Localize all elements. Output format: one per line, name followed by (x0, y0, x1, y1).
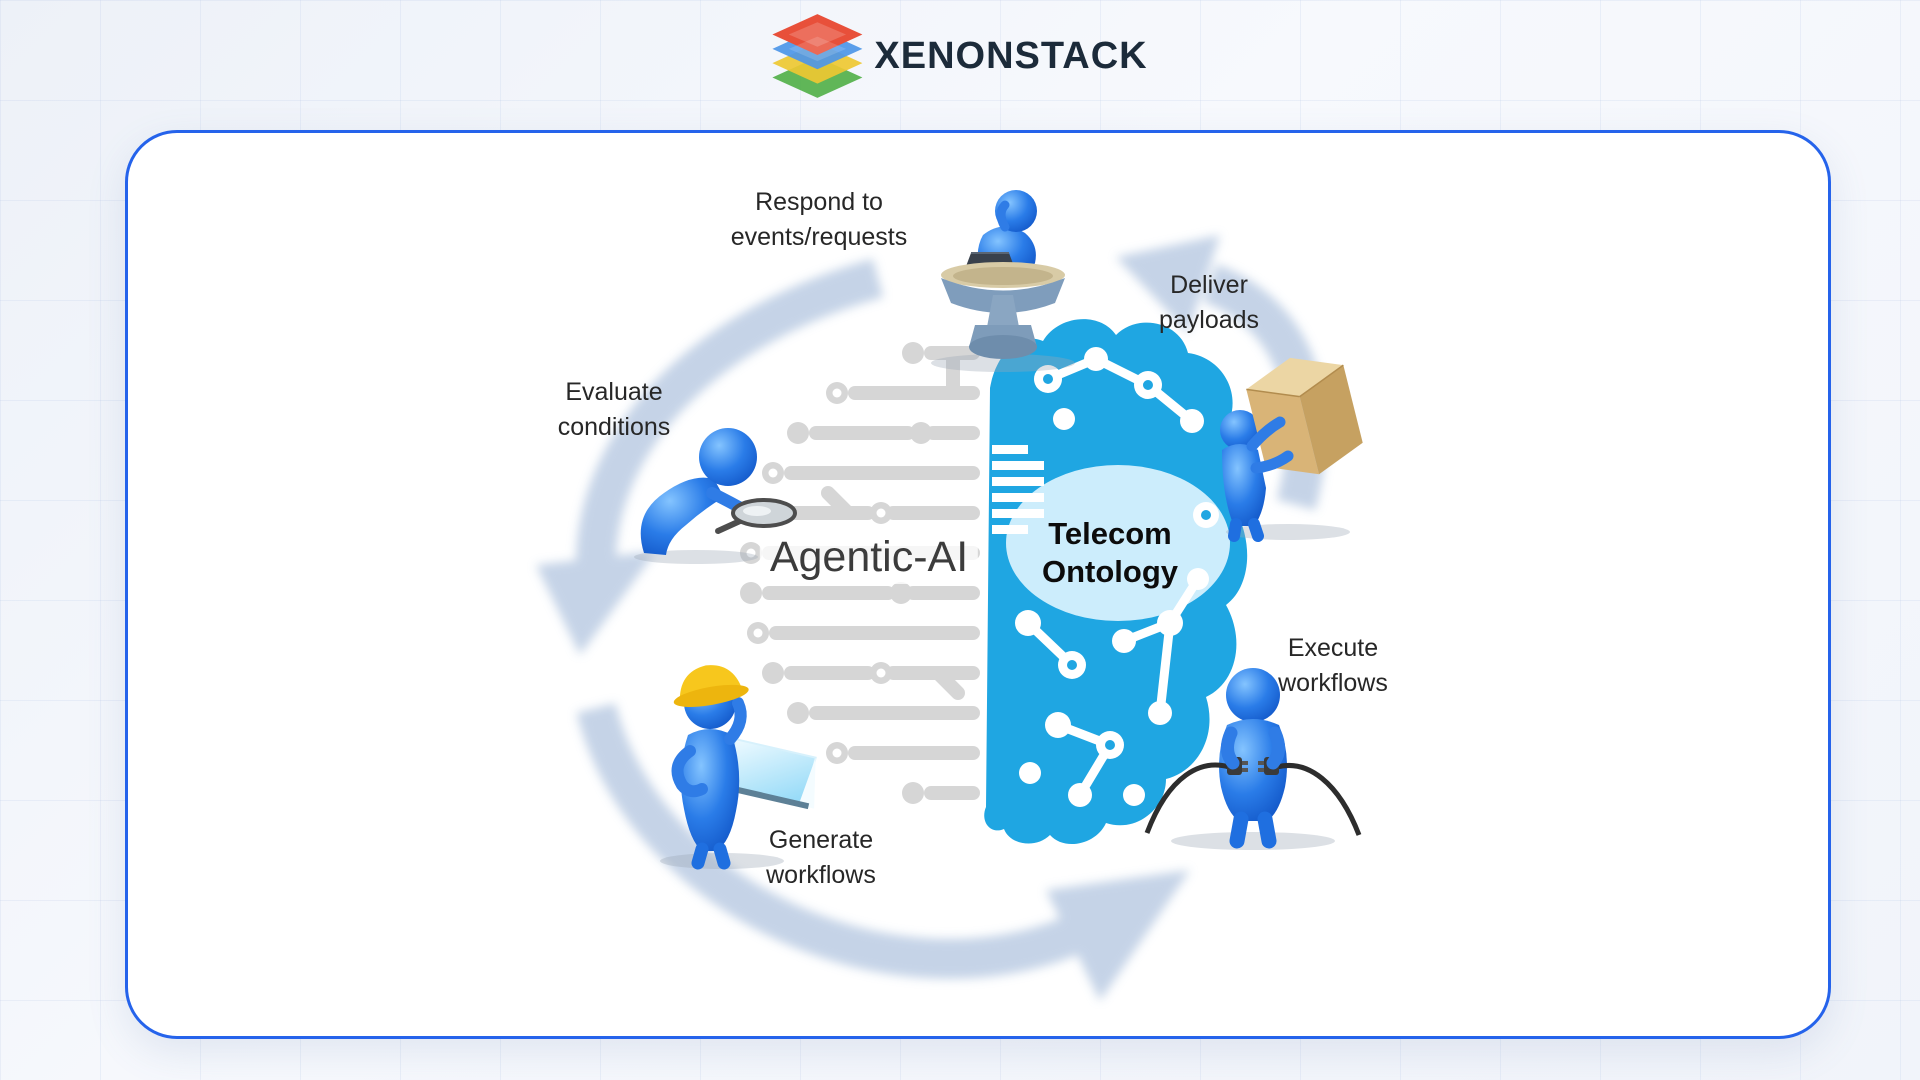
label-evaluate-line2: conditions (557, 413, 671, 441)
label-deliver: Deliver payloads (1159, 268, 1259, 338)
xenonstack-logo-icon (772, 14, 863, 98)
brain-graphic (740, 319, 1252, 845)
brand-name: XENONSTACK (874, 34, 1148, 77)
telecom-glow (1006, 465, 1230, 621)
hardhat-icon (673, 665, 749, 707)
label-generate: Generate workflows (766, 823, 876, 893)
label-deliver-line2: payloads (1158, 306, 1260, 334)
telecom-ontology-title: Telecom Ontology (1042, 515, 1178, 591)
brain-right-circuit-blue (984, 319, 1252, 845)
label-deliver-line1: Deliver (1170, 271, 1248, 299)
label-respond-line1: Respond to (755, 188, 883, 216)
magnifier-handle (715, 518, 743, 534)
label-generate-line1: Generate (768, 826, 874, 854)
telecom-ontology-line1: Telecom (1048, 516, 1172, 551)
telecom-ontology-line2: Ontology (1041, 554, 1179, 589)
cycle-arrow-left (536, 258, 884, 655)
label-respond: Respond to events/requests (731, 185, 908, 255)
label-evaluate-line1: Evaluate (565, 378, 663, 406)
label-respond-line2: events/requests (730, 223, 908, 251)
label-execute-line2: workflows (1278, 669, 1388, 697)
diagram-panel: Respond to events/requests Deliver paylo… (125, 130, 1831, 1039)
person-carrying-box-icon (1220, 357, 1363, 542)
label-evaluate: Evaluate conditions (558, 375, 671, 445)
header: XENONSTACK (772, 14, 1147, 98)
person-connecting-plugs-icon (1144, 668, 1362, 850)
cycle-arrow-bottom (576, 702, 1190, 1001)
label-execute-line1: Execute (1287, 634, 1379, 662)
person-hardhat-blueprint-icon (660, 665, 817, 870)
person-magnifier-icon (634, 428, 797, 564)
person-at-desk-icon (931, 190, 1075, 372)
label-execute: Execute workflows (1278, 631, 1388, 701)
agentic-ai-title: Agentic-AI (759, 531, 979, 584)
label-generate-line2: workflows (766, 861, 876, 889)
